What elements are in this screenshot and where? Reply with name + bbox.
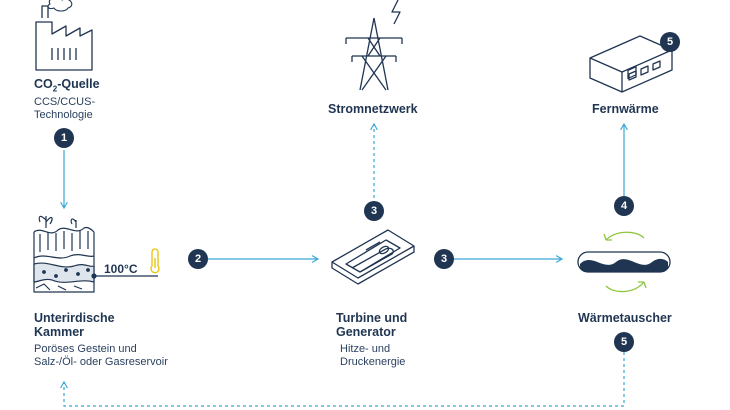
step-badge-5-building: 5 [660, 32, 680, 52]
heat-exchanger-icon [577, 231, 671, 293]
chamber-desc: Poröses Gestein und Salz-/Öl- oder Gasre… [34, 343, 168, 368]
co2-source-title: CO2-Quelle [34, 77, 100, 94]
thermometer-icon [150, 248, 160, 274]
grid-title: Stromnetzwerk [328, 102, 418, 116]
chamber-title: Unterirdische Kammer [34, 311, 115, 339]
step-badge-5-return: 5 [614, 332, 634, 352]
arrow-return-loop [60, 352, 625, 407]
chamber-temperature: 100°C [104, 262, 138, 276]
turbine-desc: Hitze- und Druckenergie [340, 343, 406, 368]
turbine-title: Turbine und Generator [336, 311, 408, 339]
heat-exchanger-title: Wärmetauscher [578, 311, 672, 325]
co2-source-desc: CCS/CCUS- Technologie [34, 96, 96, 121]
step-badge-3-exchanger: 3 [434, 249, 454, 269]
underground-chamber-icon [33, 215, 158, 293]
factory-icon [35, 0, 93, 71]
step-badge-2: 2 [188, 249, 208, 269]
step-badge-1: 1 [54, 128, 74, 148]
district-heat-title: Fernwärme [592, 102, 659, 116]
step-badge-3-grid: 3 [364, 201, 384, 221]
step-badge-4: 4 [614, 196, 634, 216]
power-tower-icon [345, 0, 403, 91]
building-icon [589, 35, 673, 93]
turbine-icon [331, 229, 415, 285]
